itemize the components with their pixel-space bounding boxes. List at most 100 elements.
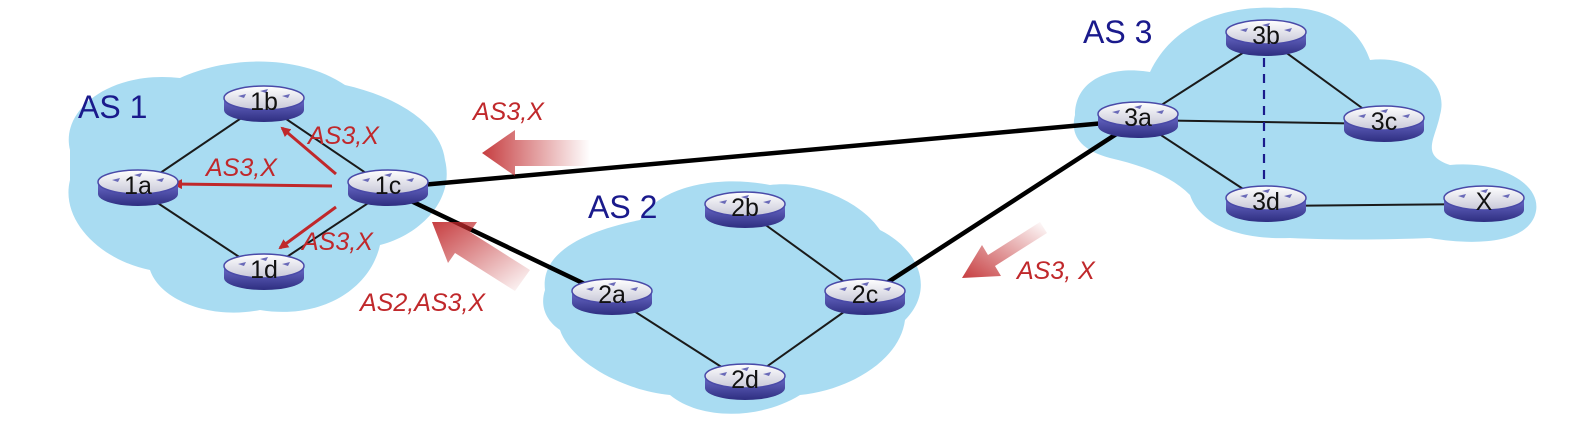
router-mark [1262,23,1270,27]
adv-arrow-2a-to-1c [432,222,530,291]
router-2d: 2d [704,363,786,400]
router-top [223,85,305,111]
router-mark [362,178,370,182]
router-1c: 1c [347,169,429,206]
router-top [1443,185,1525,211]
router-label: 1b [250,88,278,116]
router-mark [1402,114,1410,118]
router-1a: 1a [97,169,179,206]
router-mark [260,89,268,93]
as3-label: AS 3 [1083,14,1152,50]
router-mark [1284,194,1292,198]
router-mark [1240,194,1248,198]
router-top [223,253,305,279]
ann-to-1d: AS3,X [300,228,374,256]
router-mark [1380,109,1388,113]
router-top [704,363,786,389]
ann-adv-3a-2c: AS3, X [1015,257,1096,285]
as1-label: AS 1 [78,89,147,125]
router-label: 3b [1252,22,1280,50]
as2-label: AS 2 [588,189,657,225]
router-2c: 2c [824,278,906,315]
as2-cloud [543,181,921,414]
router-mark [1262,189,1270,193]
router-3d: 3d [1225,185,1307,222]
router-mark [384,173,392,177]
router-mark [1358,114,1366,118]
router-label: 3c [1371,108,1397,136]
router-top [704,191,786,217]
router-label: 3d [1252,188,1280,216]
router-mark [883,287,891,291]
router-mark [406,178,414,182]
router-top [1343,105,1425,131]
router-mark [719,200,727,204]
router-1d: 1d [223,253,305,290]
router-2a: 2a [571,278,653,315]
adv-arrow-3a-to-1c [482,130,590,176]
prop-arrow-1c-1a [172,179,333,190]
as1-cloud [68,61,447,313]
router-mark [763,372,771,376]
router-label: X [1476,188,1493,216]
prop-arrow-1c-1b [280,126,337,176]
router-mark [741,195,749,199]
router-mark [238,94,246,98]
router-top [571,278,653,304]
ann-adv-3a: AS3,X [471,98,545,126]
router-mark [608,282,616,286]
router-label: 1a [124,172,152,200]
adv-arrow-3a-to-2c [962,222,1047,278]
as3-cloud [1073,7,1537,242]
router-mark [156,178,164,182]
router-mark [719,372,727,376]
router-mark [260,257,268,261]
router-top [1225,19,1307,45]
router-mark [1156,110,1164,114]
router-mark [630,287,638,291]
router-3b: 3b [1225,19,1307,56]
router-mark [861,282,869,286]
router-label: 2a [598,281,626,309]
router-mark [1134,105,1142,109]
router-X: X [1443,185,1525,222]
link-1c-3a [387,117,1139,191]
router-top [1097,101,1179,127]
router-top [347,169,429,195]
router-label: 1c [375,172,401,200]
router-2b: 2b [704,191,786,228]
router-top [824,278,906,304]
router-mark [1240,28,1248,32]
router-mark [1284,28,1292,32]
router-mark [1112,110,1120,114]
router-mark [1502,194,1510,198]
router-mark [1458,194,1466,198]
router-mark [282,94,290,98]
router-label: 3a [1124,104,1152,132]
router-mark [839,287,847,291]
router-3a: 3a [1097,101,1179,138]
router-3c: 3c [1343,105,1425,142]
link-2c-3a [863,118,1140,299]
prop-arrow-1c-1d [278,205,337,250]
router-label: 2b [731,194,759,222]
router-top [1225,185,1307,211]
ann-to-1a: AS3,X [204,154,278,182]
router-mark [238,262,246,266]
router-top [97,169,179,195]
ann-adv-2a: AS2,AS3,X [358,289,486,317]
router-label: 2c [852,281,878,309]
router-mark [1480,189,1488,193]
router-mark [586,287,594,291]
router-mark [112,178,120,182]
link-1c-2a [387,187,613,300]
link-3a-3c [1137,119,1385,125]
router-mark [741,367,749,371]
router-mark [134,173,142,177]
router-label: 1d [250,256,278,284]
ann-to-1b: AS3,X [306,122,380,150]
router-mark [282,262,290,266]
router-1b: 1b [223,85,305,122]
router-mark [763,200,771,204]
